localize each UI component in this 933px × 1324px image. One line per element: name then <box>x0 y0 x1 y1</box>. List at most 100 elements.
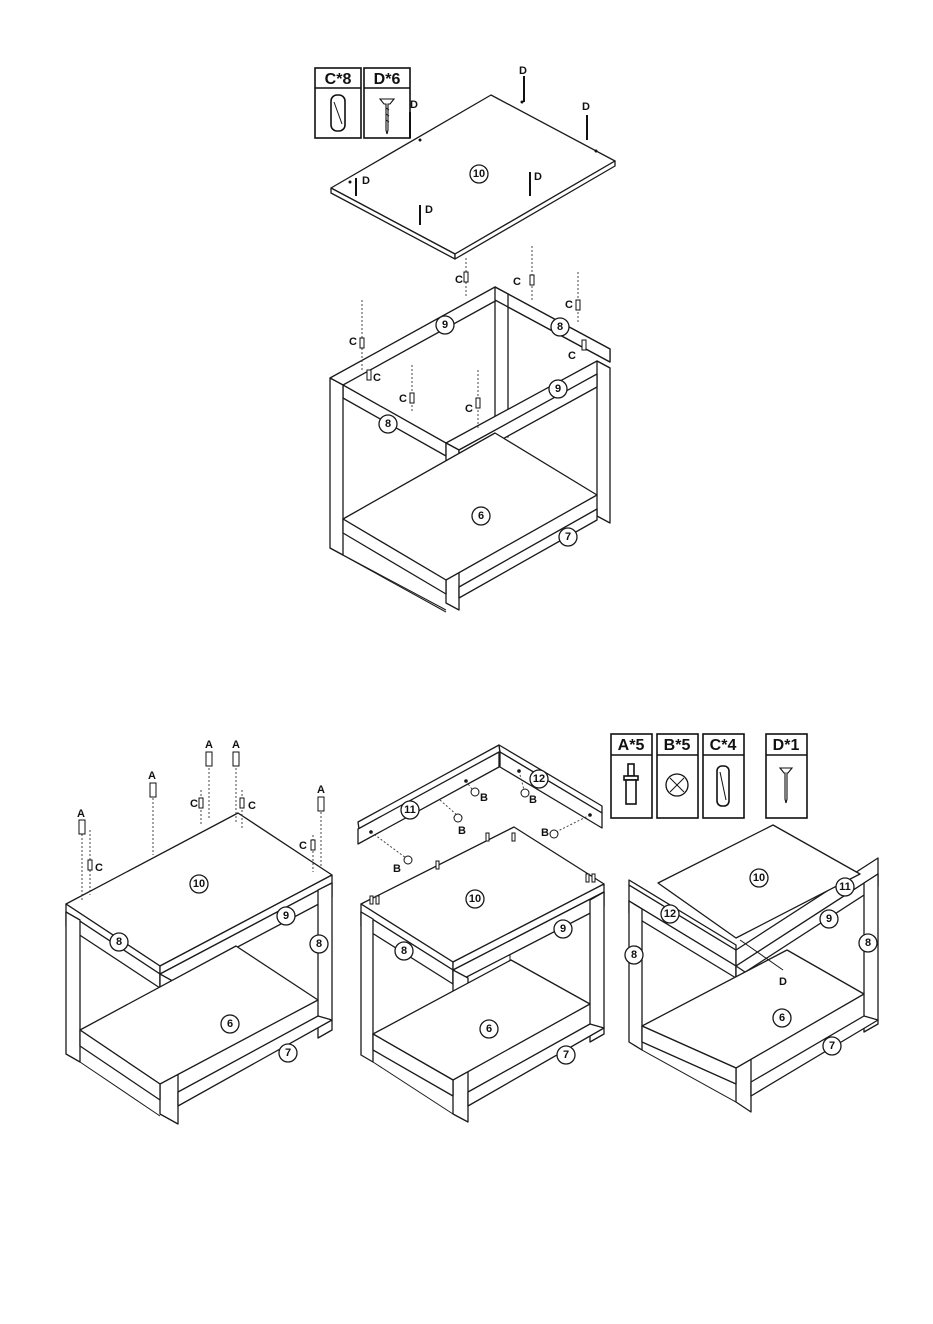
label-c: C <box>190 798 198 810</box>
callout-7: 7 <box>559 528 577 546</box>
step-bottom-assembly: A*5 B*5 C*4 <box>66 734 878 1124</box>
hardware-box-a5: A*5 <box>611 734 652 818</box>
label-b: B <box>529 794 537 806</box>
label-c: C <box>568 350 576 362</box>
label-d: D <box>582 101 590 113</box>
label-b: B <box>393 863 401 875</box>
callout-8: 8 <box>551 318 569 336</box>
svg-text:8: 8 <box>865 937 871 949</box>
callout-6: 6 <box>472 507 490 525</box>
svg-text:8: 8 <box>116 936 122 948</box>
label-a: A <box>205 739 213 751</box>
svg-text:7: 7 <box>565 531 571 543</box>
label-d: D <box>362 175 370 187</box>
hardware-box-b5: B*5 <box>657 734 698 818</box>
callout-8: 8 <box>859 934 877 952</box>
svg-text:10: 10 <box>753 872 765 884</box>
svg-text:7: 7 <box>563 1049 569 1061</box>
label-b: B <box>458 825 466 837</box>
label-c: C <box>565 299 573 311</box>
svg-text:6: 6 <box>779 1012 785 1024</box>
callout-8: 8 <box>110 933 128 951</box>
label-d: D <box>519 65 527 77</box>
callout-6: 6 <box>221 1015 239 1033</box>
label-c: C <box>513 276 521 288</box>
hardware-box-d6: D*6 <box>364 68 410 138</box>
hardware-label-d6: D*6 <box>374 71 401 88</box>
callout-9: 9 <box>436 316 454 334</box>
hardware-box-c4: C*4 <box>703 734 744 818</box>
svg-text:8: 8 <box>316 938 322 950</box>
label-d: D <box>779 976 787 988</box>
dowel-icon <box>331 95 345 131</box>
hardware-label-c8: C*8 <box>325 71 352 88</box>
step-top-assembly: C*8 D*6 <box>315 65 615 612</box>
svg-text:11: 11 <box>839 881 851 893</box>
callout-6: 6 <box>773 1009 791 1027</box>
svg-text:9: 9 <box>826 913 832 925</box>
callout-8: 8 <box>379 415 397 433</box>
svg-text:6: 6 <box>486 1023 492 1035</box>
svg-text:8: 8 <box>401 945 407 957</box>
callout-9: 9 <box>820 910 838 928</box>
hardware-label-b5: B*5 <box>664 737 691 754</box>
callout-10: 10 <box>470 165 488 183</box>
svg-text:11: 11 <box>404 804 416 816</box>
svg-text:12: 12 <box>664 908 676 920</box>
label-d: D <box>534 171 542 183</box>
cam-lock-icon <box>666 774 688 796</box>
callout-12: 12 <box>530 770 548 788</box>
svg-text:8: 8 <box>385 418 391 430</box>
label-d: D <box>425 204 433 216</box>
left-table: A A A A A C C C C 10 9 8 8 6 7 <box>66 739 332 1124</box>
label-c: C <box>299 840 307 852</box>
callout-8: 8 <box>310 935 328 953</box>
svg-text:12: 12 <box>533 773 545 785</box>
svg-text:8: 8 <box>631 949 637 961</box>
svg-text:10: 10 <box>473 168 485 180</box>
label-d: D <box>410 99 418 111</box>
svg-text:8: 8 <box>557 321 563 333</box>
callout-7: 7 <box>279 1044 297 1062</box>
callout-10: 10 <box>190 875 208 893</box>
label-b: B <box>480 792 488 804</box>
label-a: A <box>77 808 85 820</box>
callout-10: 10 <box>750 869 768 887</box>
label-c: C <box>95 862 103 874</box>
svg-text:10: 10 <box>193 878 205 890</box>
label-c: C <box>349 336 357 348</box>
label-b: B <box>541 827 549 839</box>
callout-8: 8 <box>625 946 643 964</box>
callout-8: 8 <box>395 942 413 960</box>
right-table: D 10 11 12 9 8 8 6 7 <box>625 825 878 1112</box>
label-c: C <box>455 274 463 286</box>
callout-7: 7 <box>557 1046 575 1064</box>
hardware-label-a5: A*5 <box>618 737 645 754</box>
svg-text:7: 7 <box>285 1047 291 1059</box>
svg-text:10: 10 <box>469 893 481 905</box>
callout-9: 9 <box>554 920 572 938</box>
hardware-box-d1: D*1 <box>766 734 807 818</box>
svg-text:9: 9 <box>283 910 289 922</box>
label-a: A <box>148 770 156 782</box>
label-c: C <box>248 800 256 812</box>
callout-9: 9 <box>277 907 295 925</box>
callout-6: 6 <box>480 1020 498 1038</box>
callout-7: 7 <box>823 1037 841 1055</box>
callout-9: 9 <box>549 380 567 398</box>
hardware-label-d1: D*1 <box>773 737 800 754</box>
dowel-icon <box>717 766 729 806</box>
label-c: C <box>465 403 473 415</box>
label-c: C <box>399 393 407 405</box>
callout-10: 10 <box>466 890 484 908</box>
middle-table: B B B B B 11 12 10 9 8 6 7 <box>358 745 604 1122</box>
label-a: A <box>317 784 325 796</box>
label-c: C <box>373 372 381 384</box>
callout-11: 11 <box>836 878 854 896</box>
hardware-label-c4: C*4 <box>710 737 737 754</box>
callout-11: 11 <box>401 801 419 819</box>
svg-text:7: 7 <box>829 1040 835 1052</box>
callout-12: 12 <box>661 905 679 923</box>
